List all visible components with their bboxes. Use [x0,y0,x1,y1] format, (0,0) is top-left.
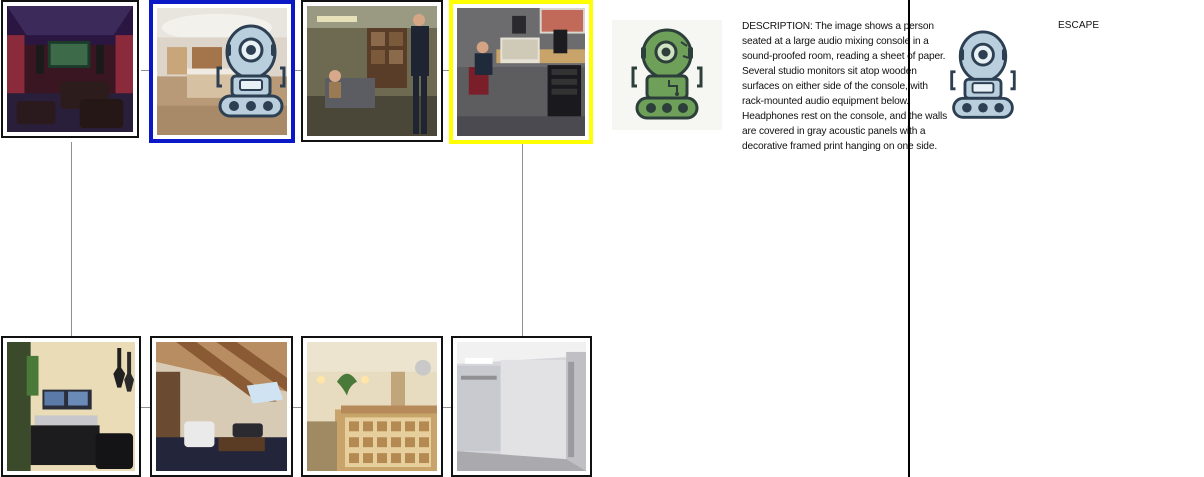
connector-line [141,70,149,71]
attic-lounge-photo [156,342,287,471]
room-tile-lobby[interactable] [301,336,443,477]
room-tile-home-theater[interactable] [1,0,139,138]
audio-studio-photo [457,8,585,136]
room-tile-home-recording[interactable] [1,336,141,477]
escape-label: ESCAPE [1058,20,1100,31]
room-tile-attic-lounge[interactable] [150,336,293,477]
empty-room-photo [457,342,586,471]
connector-line [293,407,301,408]
connector-line [522,144,523,336]
blue-robot-icon [212,24,290,120]
home-recording-photo [7,342,135,471]
room-tile-audio-studio[interactable] [449,0,593,144]
agent-card [612,20,722,130]
scene-description: DESCRIPTION: The image shows a person se… [742,21,948,152]
blue-robot-icon [946,30,1020,122]
green-robot-icon [631,28,703,120]
lobby-photo [307,342,437,471]
connector-line [443,407,451,408]
connector-line [141,407,150,408]
panel-divider [908,0,910,477]
home-theater-photo [7,6,133,132]
workshop-photo [307,6,437,136]
room-tile-workshop[interactable] [301,0,443,142]
connector-line [71,142,72,336]
connector-line [443,70,449,71]
room-tile-empty-room[interactable] [451,336,592,477]
connector-line [294,70,301,71]
